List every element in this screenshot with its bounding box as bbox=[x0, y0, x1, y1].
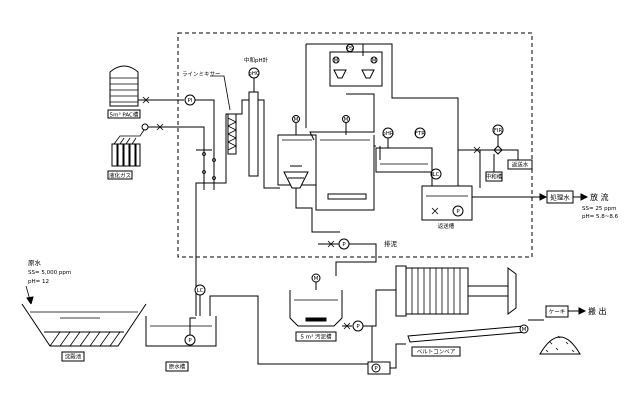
pac-tank-label: 5m³ PAC槽 bbox=[110, 111, 139, 119]
pump-1-tag: P bbox=[456, 209, 460, 215]
line-mixer: ラインミキサー bbox=[182, 71, 237, 155]
ftr-tag: FTR bbox=[415, 131, 425, 137]
raw-water-label: 原水 bbox=[28, 258, 42, 267]
filter-press bbox=[395, 265, 517, 317]
cylinders-label: 液化ガス bbox=[109, 172, 131, 180]
p-return-tag: P bbox=[342, 242, 346, 248]
ps-1-tag: PS bbox=[347, 46, 354, 52]
m-4-tag: M bbox=[372, 58, 377, 64]
discharge-ss: SS= 25 ppm bbox=[582, 206, 616, 212]
lc-2-tag: LC bbox=[197, 288, 204, 294]
fir-tag: FIR bbox=[494, 128, 503, 134]
gas-cylinders: 液化ガス bbox=[107, 123, 149, 180]
neutral-tank-label: 中和槽 bbox=[486, 173, 503, 181]
belt-conveyor-label: ベルトコンベア bbox=[417, 349, 456, 356]
p-pit-tag: P bbox=[188, 338, 192, 344]
ph-2-tag: pHR bbox=[382, 131, 394, 137]
flocculation-tank: M bbox=[315, 115, 375, 211]
cake-pile: ケーキ 搬 出 bbox=[539, 305, 607, 355]
cake-label: ケーキ bbox=[549, 309, 566, 316]
lc-1-tag: LC bbox=[433, 172, 440, 178]
return-water-label: 返送水 bbox=[512, 161, 529, 169]
settling-pond: 原水 SS= 5,000 ppm pH= 12 沈殿池 bbox=[21, 258, 147, 362]
m-2-tag: M bbox=[344, 117, 349, 123]
drain-label: 排泥 bbox=[384, 239, 398, 248]
pit-label: 原水槽 bbox=[169, 363, 186, 371]
sludge-tank: M 5 m³ 汚泥槽 bbox=[289, 273, 343, 342]
return-tank: LC P 返送槽 bbox=[421, 168, 473, 230]
p-sludge-tag: P bbox=[356, 324, 360, 330]
ph-1-tag: pHC bbox=[248, 71, 260, 77]
top-dosing-skid: PS M M bbox=[305, 43, 459, 192]
export-label: 搬 出 bbox=[588, 306, 607, 316]
pi-1-tag: PI bbox=[188, 98, 193, 104]
clarifier: M bbox=[277, 115, 317, 198]
ph-meter-label: 中和pH計 bbox=[244, 56, 269, 64]
raw-water-pit: LC P 原水槽 bbox=[145, 284, 217, 372]
discharge-ph: pH= 5.8~8.6 bbox=[582, 214, 619, 220]
raw-ss: SS= 5,000 ppm bbox=[28, 270, 71, 276]
line-mixer-label: ラインミキサー bbox=[182, 71, 221, 78]
neutralization-tank: pHR FTR bbox=[375, 127, 433, 173]
m-sludge-tag: M bbox=[314, 276, 319, 282]
treated-water-label: 処理水 bbox=[550, 193, 570, 202]
raw-ph: pH= 12 bbox=[28, 279, 49, 285]
m-conv-tag: M bbox=[522, 327, 527, 333]
ph-meter: 中和pH計 pHC bbox=[244, 56, 269, 177]
p-bottom-tag: P bbox=[374, 366, 378, 372]
discharge-label: 放 流 bbox=[590, 192, 609, 202]
settling-pond-label: 沈殿池 bbox=[65, 353, 82, 361]
bottom-pump-symbol bbox=[371, 363, 381, 373]
pac-tank: 5m³ PAC槽 bbox=[107, 65, 141, 119]
package-unit-boundary bbox=[177, 32, 533, 258]
sludge-tank-label: 5 m³ 汚泥槽 bbox=[300, 333, 332, 341]
belt-conveyor: M ベルトコンベア bbox=[407, 324, 529, 357]
return-tank-label: 返送槽 bbox=[438, 222, 455, 230]
m-3-tag: M bbox=[334, 58, 339, 64]
m-1-tag: M bbox=[294, 117, 299, 123]
